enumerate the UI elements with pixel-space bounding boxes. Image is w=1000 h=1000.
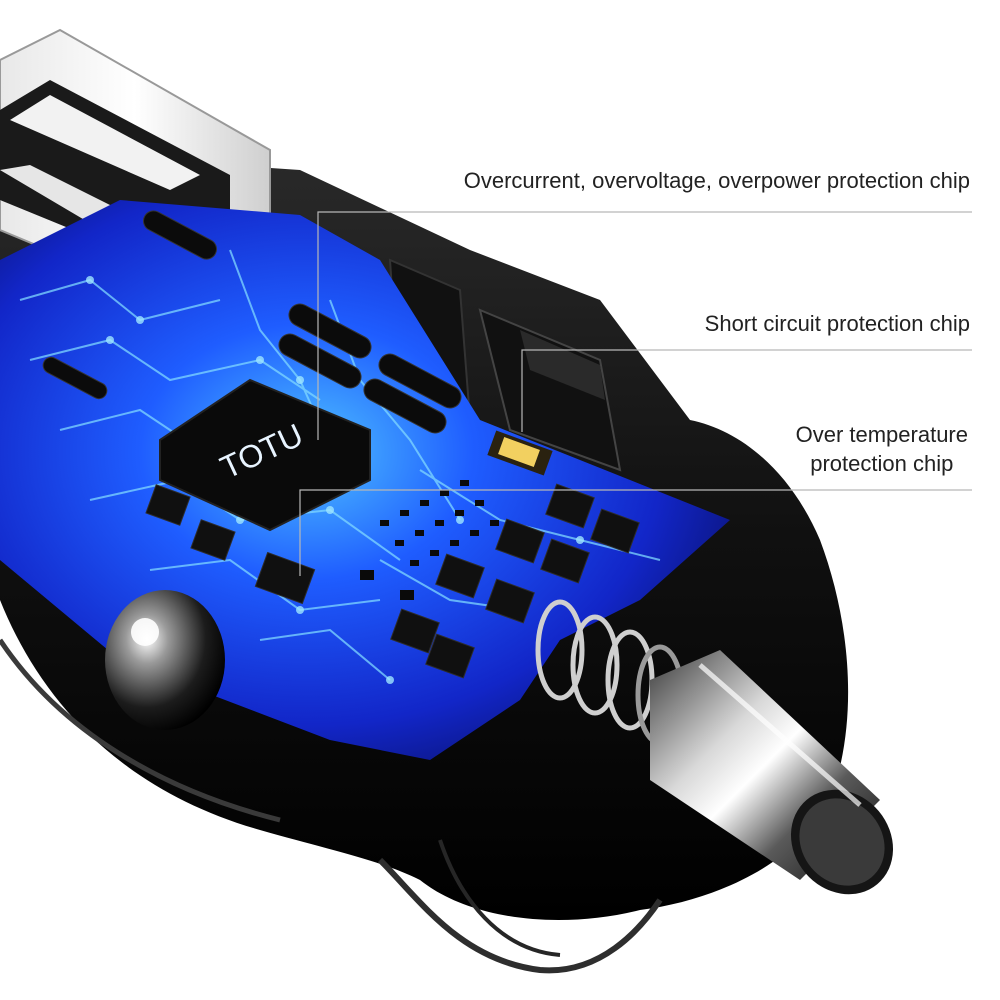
callout-overcurrent-text: Overcurrent, overvoltage, overpower prot… — [463, 168, 970, 193]
callout-short-circuit-text: Short circuit protection chip — [704, 311, 970, 336]
leader-line-overcurrent — [317, 211, 972, 440]
smd-pads — [360, 480, 499, 600]
metal-tip — [650, 650, 894, 895]
leader-lines — [299, 211, 972, 576]
leader-line-short-circuit — [521, 349, 972, 432]
capsule-components — [42, 210, 462, 434]
temperature-sensor — [487, 430, 553, 476]
callout-short-circuit: Short circuit protection chip — [705, 309, 970, 338]
callout-overcurrent: Overcurrent, overvoltage, overpower prot… — [464, 166, 970, 195]
callout-over-temperature: Over temperature protection chip — [796, 420, 968, 478]
callout-over-temperature-line-2: protection chip — [810, 451, 954, 476]
side-contact — [105, 590, 225, 730]
callout-over-temperature-line-1: Over temperature — [795, 422, 968, 447]
leader-line-over-temperature — [299, 489, 972, 576]
